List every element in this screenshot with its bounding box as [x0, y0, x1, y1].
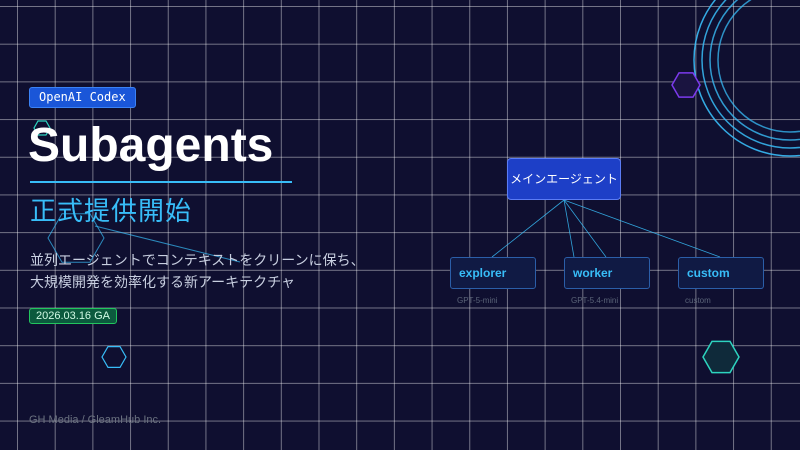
description: 並列エージェントでコンテキストをクリーンに保ち、 大規模開発を効率化する新アーキ…: [30, 250, 365, 294]
subagent-node-custom: custom: [678, 257, 764, 289]
page-subtitle: 正式提供開始: [30, 197, 193, 227]
description-line: 並列エージェントでコンテキストをクリーンに保ち、: [30, 253, 365, 269]
description-line: 大規模開発を効率化する新アーキテクチャ: [30, 275, 296, 291]
subagent-caption-worker: GPT-5.4-mini: [571, 296, 619, 305]
subagent-node-explorer: explorer: [450, 257, 536, 289]
subagent-caption-custom: custom: [685, 296, 711, 305]
subagent-caption-explorer: GPT-5-mini: [457, 296, 498, 305]
product-badge: OpenAI Codex: [29, 87, 136, 108]
subagent-node-worker: worker: [564, 257, 650, 289]
main-agent-node: メインエージェント: [507, 158, 621, 200]
title-underline: [30, 181, 292, 183]
page-title: Subagents: [28, 119, 274, 172]
release-date-badge: 2026.03.16 GA: [29, 308, 118, 324]
footer-credit: GH Media / GleamHub Inc.: [29, 414, 162, 426]
